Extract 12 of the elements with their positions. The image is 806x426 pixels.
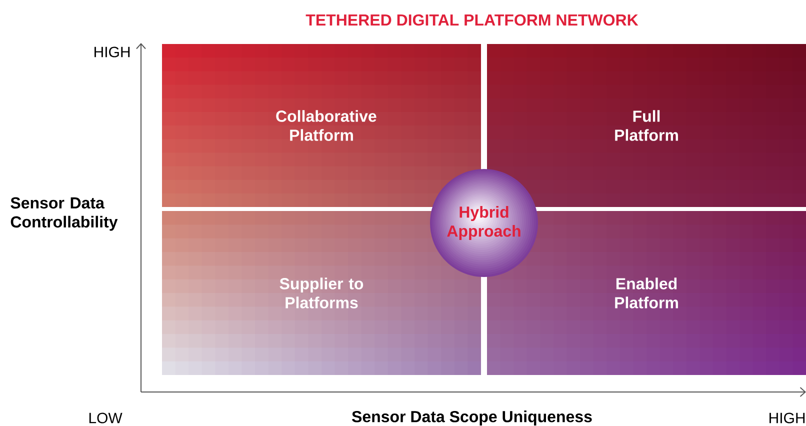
node-label: Full Platform xyxy=(615,110,678,141)
node-label: Collaborative Platform xyxy=(276,110,376,141)
quadrant-box: Full Platform xyxy=(487,44,806,207)
axis-label: HIGH xyxy=(770,412,805,424)
node-label: Enabled Platform xyxy=(615,278,678,308)
axis-label: HIGH xyxy=(94,46,130,58)
axis-title: Sensor Data Controllability xyxy=(10,197,118,231)
quadrant-box: Collaborative Platform xyxy=(162,44,481,207)
axis-title: Sensor Data Scope Uniqueness xyxy=(352,410,592,426)
title: TETHERED DIGITAL PLATFORM NETWORK xyxy=(306,14,638,26)
axis-label: LOW xyxy=(89,412,122,424)
node-label: Supplier to Platforms xyxy=(280,278,364,308)
